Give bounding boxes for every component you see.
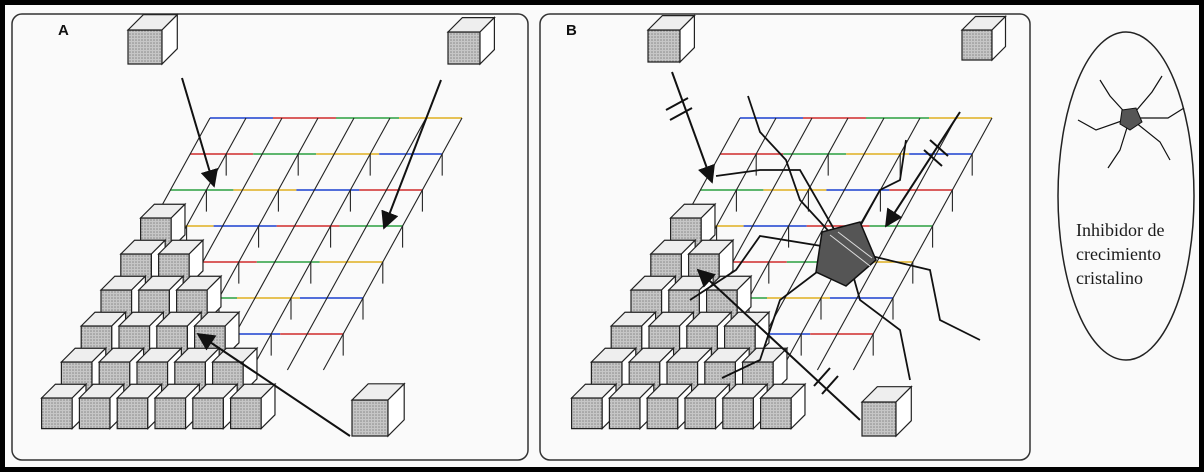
panel-a-free-cube-right — [448, 18, 494, 64]
panel-a-free-cube-top — [128, 15, 177, 64]
panel-b-free-cube-top — [648, 16, 694, 62]
inset-ellipse — [1058, 32, 1194, 360]
panel-a-label: A — [58, 22, 69, 39]
inset-label: Inhibidor de crecimiento cristalino — [1076, 218, 1204, 290]
panel-b-blocked-arrow-right — [886, 112, 960, 226]
panel-a-crystal-lattice — [42, 118, 462, 429]
panel-a-free-cube-bottom — [352, 384, 404, 436]
inset-label-line-3: cristalino — [1076, 266, 1204, 290]
lattice-cube — [231, 384, 275, 428]
panel-b-free-cube-bottom — [862, 387, 911, 436]
panel-b-label: B — [566, 22, 577, 39]
inset-label-line-1: Inhibidor de — [1076, 218, 1204, 242]
panel-a-arrow-top — [182, 78, 214, 186]
panel-b-crystal-lattice — [572, 118, 992, 429]
panel-b-blocked-arrow-top — [666, 72, 712, 182]
inset-label-line-2: crecimiento — [1076, 242, 1204, 266]
panel-b-free-cube-right — [962, 17, 1006, 61]
inset-inhibitor-icon — [1078, 76, 1184, 168]
lattice-cube — [761, 384, 805, 428]
